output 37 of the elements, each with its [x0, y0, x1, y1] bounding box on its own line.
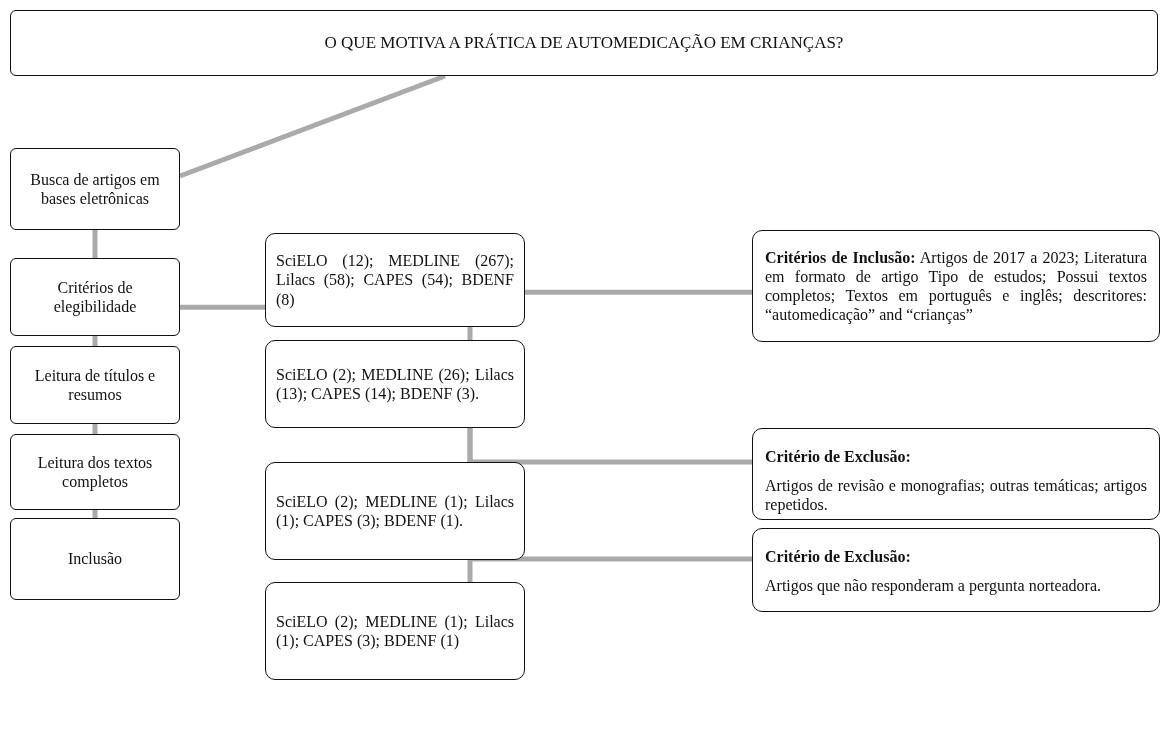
title-text: O QUE MOTIVA A PRÁTICA DE AUTOMEDICAÇÃO EM CRIANÇAS?	[323, 32, 845, 54]
criteria-heading: Critério de Exclusão:	[765, 447, 912, 467]
connector-line	[467, 560, 473, 582]
result-box	[265, 462, 525, 560]
process-box	[10, 258, 180, 336]
criteria-text: Artigos que não responderam a pergunta norteadora.	[765, 576, 1103, 596]
connector-line	[467, 428, 752, 465]
step-label: Critérios de elegibilidade	[52, 277, 138, 317]
count-text: SciELO (2); MEDLINE (1); Lilacs (1); CAPES (3); BDENF (1)	[276, 611, 514, 651]
process-box	[10, 434, 180, 510]
connector-line	[92, 510, 98, 518]
connector-line	[92, 336, 98, 346]
criteria-box	[752, 428, 1160, 520]
step-label: Leitura de títulos e resumos	[33, 365, 157, 405]
connector-line	[92, 424, 98, 434]
count-text: SciELO (2); MEDLINE (26); Lilacs (13); CAPES (14); BDENF (3).	[276, 364, 514, 404]
criteria-box	[752, 230, 1160, 342]
result-box	[265, 233, 525, 327]
criteria-heading: Critério de Exclusão:	[765, 547, 912, 567]
title-box	[10, 10, 1158, 76]
connector-line	[180, 304, 265, 310]
count-text: SciELO (12); MEDLINE (267); Lilacs (58); CAPES (54); BDENF (8)	[276, 251, 514, 309]
process-box	[10, 148, 180, 230]
connector-line	[92, 230, 98, 258]
step-label: Inclusão	[66, 549, 124, 569]
connector-line	[525, 289, 752, 295]
result-box	[265, 582, 525, 680]
result-box	[265, 340, 525, 428]
criteria-box	[752, 528, 1160, 612]
criteria-text: Critérios de Inclusão: Artigos de 2017 a 2023; Literatura em formato de artigo Tipo de estudos; Possui textos completos; Textos em português e inglês; descritores: “automedicação” and “crianças”	[765, 247, 1147, 325]
connector-line	[467, 327, 473, 340]
step-label: Busca de artigos em bases eletrônicas	[29, 169, 161, 209]
count-text: SciELO (2); MEDLINE (1); Lilacs (1); CAPES (3); BDENF (1).	[276, 491, 514, 531]
process-box	[10, 346, 180, 424]
criteria-text: Artigos de revisão e monografias; outras temáticas; artigos repetidos.	[765, 476, 1147, 515]
step-label: Leitura dos textos completos	[36, 452, 154, 492]
process-box	[10, 518, 180, 600]
